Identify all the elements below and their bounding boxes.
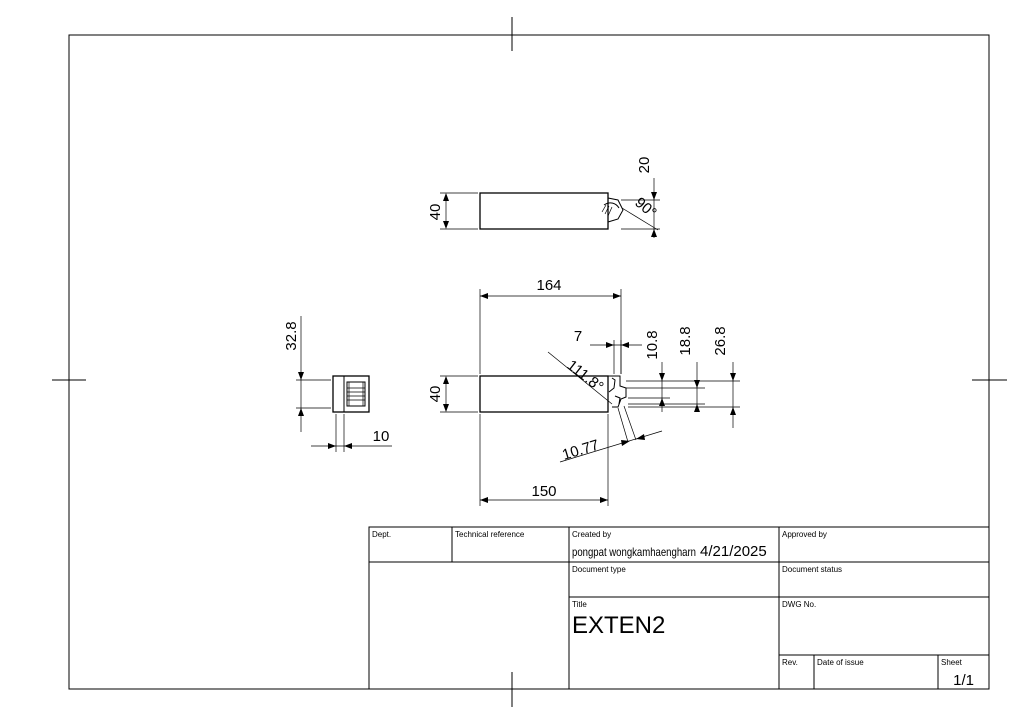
- tech-ref-label: Technical reference: [455, 530, 525, 539]
- title-label: Title: [572, 600, 587, 609]
- dim-notch-width: 7: [574, 328, 582, 345]
- dim-top-angle: 90°: [631, 194, 659, 222]
- dim-rise-3: 26.8: [712, 326, 729, 355]
- rev-label: Rev.: [782, 658, 798, 667]
- sheet-number: 1/1: [953, 672, 974, 689]
- doc-status-label: Document status: [782, 565, 842, 574]
- side-view: 32.8 10: [283, 316, 392, 452]
- title-block: Dept. Technical reference Created by pon…: [368, 526, 990, 690]
- sheet-label: Sheet: [941, 658, 963, 667]
- centering-marks: [52, 17, 1007, 707]
- created-by-value: pongpat wongkamhaengharn: [572, 545, 696, 559]
- created-by-label: Created by: [572, 530, 611, 539]
- doc-type-label: Document type: [572, 565, 626, 574]
- front-view: 40 164 7 10.8 18.8 26.8: [427, 277, 740, 506]
- dim-length-base: 150: [531, 483, 556, 500]
- approved-by-label: Approved by: [782, 530, 827, 539]
- dim-offset-diag: 10.77: [560, 437, 601, 464]
- dim-length-total: 164: [536, 277, 561, 294]
- dim-front-height: 40: [427, 386, 444, 403]
- dim-rise-2: 18.8: [677, 326, 694, 355]
- dim-rise-1: 10.8: [644, 330, 661, 359]
- dim-top-height: 40: [427, 204, 444, 221]
- dim-side-width: 10: [373, 428, 390, 445]
- dwg-no-label: DWG No.: [782, 600, 816, 609]
- dim-top-depth: 20: [636, 157, 653, 174]
- date-of-issue-label: Date of issue: [817, 658, 864, 667]
- creation-date: 4/21/2025: [700, 543, 767, 560]
- sheet-border: [68, 34, 990, 690]
- top-view: 40 20 90°: [427, 157, 660, 238]
- dim-side-height: 32.8: [283, 321, 300, 350]
- drawing-title: EXTEN2: [572, 612, 665, 639]
- dept-label: Dept.: [372, 530, 391, 539]
